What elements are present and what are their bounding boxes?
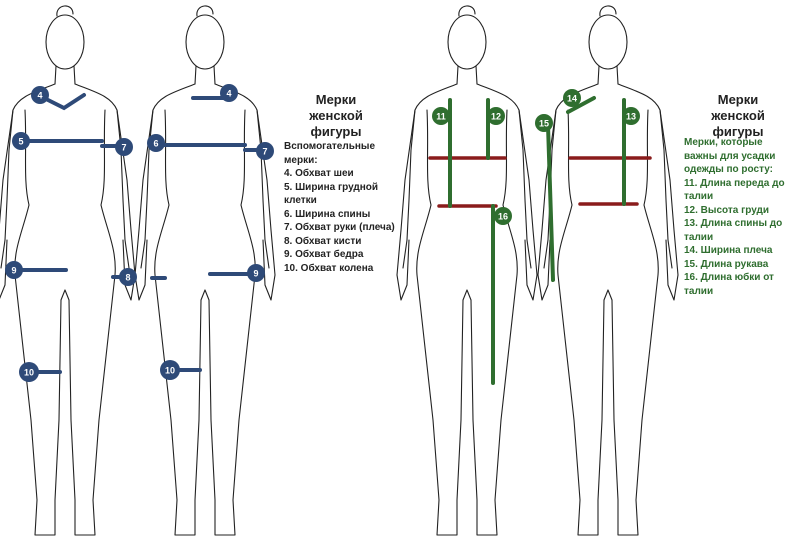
svg-text:9: 9 [253,269,258,279]
left-item: клетки [284,195,317,206]
left-intro-line1: Вспомогательные [284,141,376,152]
svg-text:13: 13 [626,112,636,122]
svg-text:12: 12 [491,112,501,122]
left-intro-line2: мерки: [284,154,318,166]
neck-line-front [40,93,86,111]
left-item: 5. Ширина грудной [284,181,379,193]
figure-front-right [396,5,538,536]
left-item: 6. Ширина спины [284,208,371,220]
svg-text:4: 4 [226,89,231,99]
left-item: 9. Обхват бедра [284,249,364,260]
left-title-line1: Мерки [315,92,357,107]
marker-16: 16 [494,207,512,225]
marker-14: 14 [563,89,581,107]
right-item: талии [684,231,714,243]
svg-text:4: 4 [37,91,42,101]
marker-15: 15 [535,114,553,132]
right-item: 16. Длина юбки от [684,272,774,283]
right-title-line1: Мерки [717,92,759,107]
marker-10-front: 10 [19,362,39,382]
right-item: талии [684,191,714,202]
marker-6: 6 [147,134,165,152]
right-item: 12. Высота груди [684,204,770,216]
right-legend: Мерки, которые важны для усадки одежды п… [684,136,785,298]
left-item: 8. Обхват кисти [284,235,362,247]
marker-9-back: 9 [247,264,265,282]
marker-4-front: 4 [31,86,49,104]
marker-12: 12 [487,107,505,125]
svg-text:6: 6 [153,139,158,149]
left-item: 7. Обхват руки (плеча) [284,222,395,233]
right-item: 14. Ширина плеча [684,245,773,256]
svg-text:10: 10 [24,368,34,378]
right-title: Мерки женской фигуры [688,92,788,140]
svg-text:7: 7 [121,143,126,153]
svg-text:10: 10 [165,366,175,376]
marker-11: 11 [432,107,450,125]
marker-5: 5 [12,132,30,150]
marker-7-back: 7 [256,142,274,160]
left-item: 10. Обхват колена [284,262,374,274]
marker-4-back: 4 [220,84,238,102]
right-item: 11. Длина переда до [684,177,785,189]
svg-text:11: 11 [436,112,446,122]
shoulder-width-line [566,96,596,114]
marker-13: 13 [622,107,640,125]
right-item: 15. Длина рукава [684,258,769,270]
right-item: 13. Длина спины до [684,218,783,229]
right-intro-line: одежды по росту: [684,164,773,175]
left-item: 4. Обхват шеи [284,168,354,179]
left-title-line2: женской фигуры [309,108,363,139]
marker-9-front: 9 [5,261,23,279]
svg-text:15: 15 [539,119,549,129]
svg-text:16: 16 [498,212,508,222]
right-intro-line: Мерки, которые [684,137,763,148]
marker-8: 8 [119,268,137,286]
marker-7-front: 7 [115,138,133,156]
figure-back-right [537,5,679,536]
marker-10-back: 10 [160,360,180,380]
svg-text:5: 5 [18,137,23,147]
svg-text:14: 14 [567,94,577,104]
sleeve-length-line [546,123,555,282]
right-title-line2: женской фигуры [711,108,765,139]
right-intro-line: важны для усадки [684,150,776,162]
right-item: талии [684,285,714,297]
left-title: Мерки женской фигуры [288,92,384,140]
left-legend: Вспомогательные мерки: 4. Обхват шеи 5. … [284,140,395,275]
svg-text:9: 9 [11,266,16,276]
svg-text:8: 8 [125,273,130,283]
svg-text:7: 7 [262,147,267,157]
